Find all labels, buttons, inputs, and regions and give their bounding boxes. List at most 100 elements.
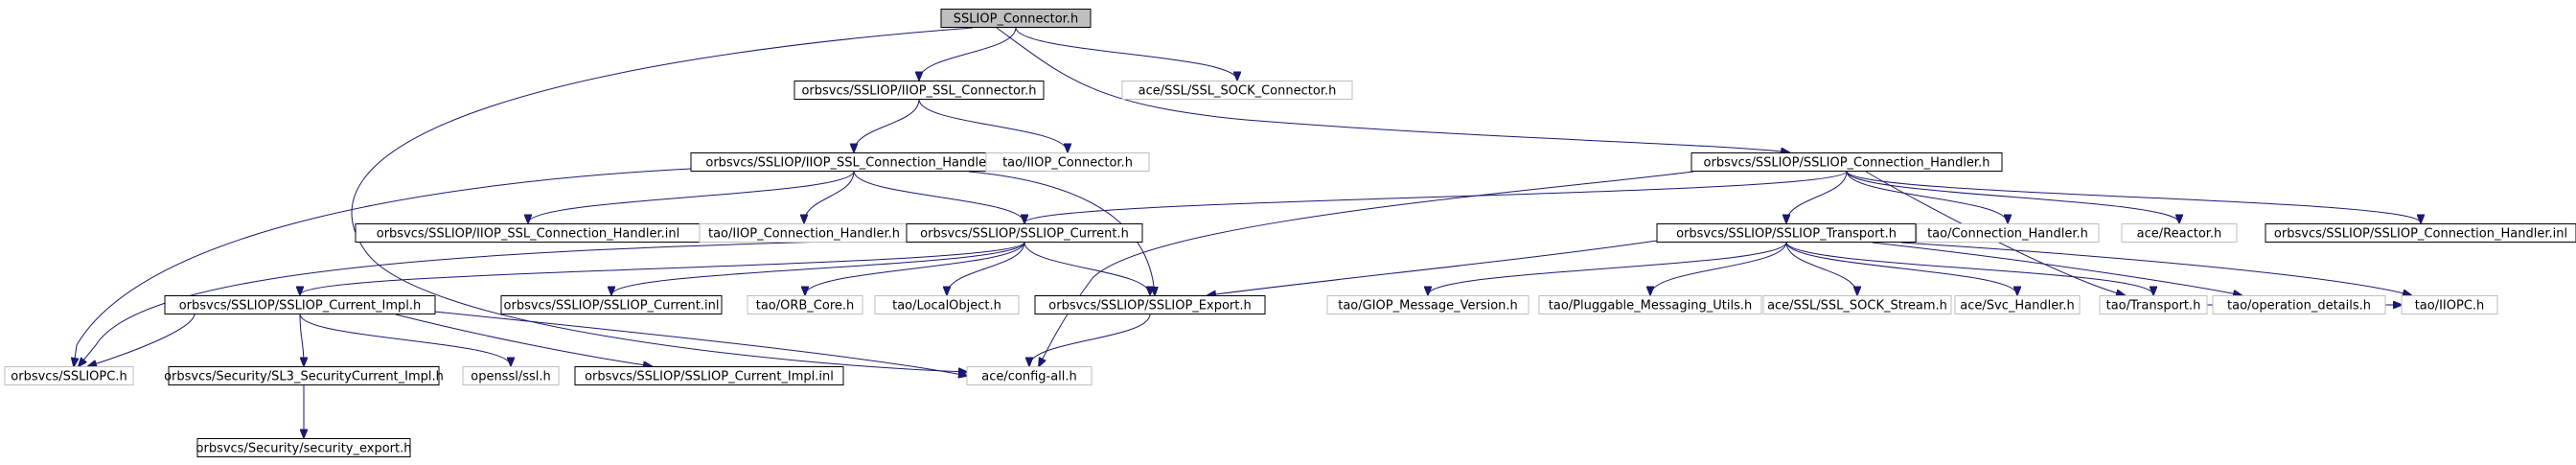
node-box <box>2121 223 2238 243</box>
node-label: orbsvcs/SSLIOP/SSLIOP_Current_Impl.inl <box>585 370 834 384</box>
edge-orbsvcs-ssliop-ssliop-connection-handler-h-to-orbsvcs-ssliop-ssliop-connection-handler-inl <box>1846 171 2421 223</box>
node-tao-transport-h: tao/Transport.h <box>2099 295 2208 314</box>
edge-orbsvcs-ssliop-ssliop-current-h-to-orbsvcs-ssliop-ssliop-current-impl-h <box>300 242 1025 295</box>
edge-orbsvcs-ssliop-ssliop-current-impl-h-to-orbsvcs-ssliop-ssliop-current-impl-inl <box>395 314 652 366</box>
edge-ssliop-connector-h-to-ace-ssl-ssl-sock-connector-h <box>1015 27 1237 81</box>
edge-orbsvcs-ssliop-ssliop-transport-h-to-tao-pluggable-messaging-utils-h <box>1650 242 1787 295</box>
node-label: tao/GIOP_Message_Version.h <box>1338 299 1518 314</box>
edge-orbsvcs-ssliop-ssliop-current-impl-h-to-orbsvcs-security-sl3-securitycurrent-impl-h <box>299 314 304 366</box>
node-orbsvcs-ssliop-ssliop-connection-handler-inl[interactable]: orbsvcs/SSLIOP/SSLIOP_Connection_Handler… <box>2265 223 2576 243</box>
node-box[interactable] <box>164 295 436 314</box>
node-label: orbsvcs/SSLIOPC.h <box>11 370 126 384</box>
node-orbsvcs-ssliop-ssliop-export-h[interactable]: orbsvcs/SSLIOP/SSLIOP_Export.h <box>1034 295 1266 314</box>
edge-orbsvcs-ssliop-iiop-ssl-connection-handler-h-to-tao-iiop-connection-handler-h <box>804 171 855 223</box>
node-ace-ssl-ssl-sock-stream-h: ace/SSL/SSL_SOCK_Stream.h <box>1762 295 1952 314</box>
node-box <box>747 295 863 314</box>
edge-orbsvcs-ssliop-ssliop-export-h-to-ace-config-all-h <box>1029 314 1151 366</box>
node-tao-operation-details-h: tao/operation_details.h <box>2212 295 2386 314</box>
node-label: orbsvcs/Security/security_export.h <box>196 442 412 456</box>
node-orbsvcs-ssliop-ssliop-current-impl-h[interactable]: orbsvcs/SSLIOP/SSLIOP_Current_Impl.h <box>164 295 436 314</box>
edge-orbsvcs-ssliop-iiop-ssl-connection-handler-h-to-orbsvcs-ssliop-ssliop-current-h <box>853 171 1024 223</box>
node-label: ace/Svc_Handler.h <box>1960 299 2074 314</box>
node-label: tao/ORB_Core.h <box>756 299 855 314</box>
node-label: tao/Connection_Handler.h <box>1927 227 2088 242</box>
node-ace-reactor-h: ace/Reactor.h <box>2121 223 2238 243</box>
node-label: orbsvcs/SSLIOP/SSLIOP_Connection_Handler… <box>1704 156 1990 171</box>
edge-orbsvcs-ssliop-ssliop-transport-h-to-orbsvcs-ssliop-ssliop-export-h <box>1208 240 1658 295</box>
node-orbsvcs-ssliop-iiop-ssl-connection-handler-h[interactable]: orbsvcs/SSLIOP/IIOP_SSL_Connection_Handl… <box>690 152 1018 172</box>
edge-orbsvcs-ssliop-ssliop-connection-handler-h-to-tao-connection-handler-h <box>1846 171 2008 223</box>
node-box[interactable] <box>1034 295 1266 314</box>
node-label: orbsvcs/SSLIOP/IIOP_SSL_Connector.h <box>801 84 1036 99</box>
node-label: orbsvcs/SSLIOP/SSLIOP_Transport.h <box>1676 227 1897 242</box>
node-box <box>2212 295 2386 314</box>
edge-ssliop-connector-h-to-orbsvcs-ssliop-iiop-ssl-connector-h <box>919 27 1017 81</box>
node-box <box>1954 295 2081 314</box>
node-box <box>1916 223 2100 243</box>
node-ace-config-all-h: ace/config-all.h <box>966 366 1092 385</box>
node-orbsvcs-ssliop-ssliop-current-inl[interactable]: orbsvcs/SSLIOP/SSLIOP_Current.inl <box>500 295 723 314</box>
node-orbsvcs-ssliop-iiop-ssl-connection-handler-inl[interactable]: orbsvcs/SSLIOP/IIOP_SSL_Connection_Handl… <box>355 223 702 243</box>
node-box <box>1538 295 1762 314</box>
node-box <box>1326 295 1530 314</box>
node-orbsvcs-ssliop-ssliop-connection-handler-h[interactable]: orbsvcs/SSLIOP/SSLIOP_Connection_Handler… <box>1690 152 2003 172</box>
node-ace-ssl-ssl-sock-connector-h: ace/SSL/SSL_SOCK_Connector.h <box>1121 81 1353 100</box>
edge-orbsvcs-ssliop-ssliop-connection-handler-h-to-orbsvcs-ssliop-ssliop-current-h <box>1024 171 1848 223</box>
node-tao-pluggable-messaging-utils-h: tao/Pluggable_Messaging_Utils.h <box>1538 295 1762 314</box>
node-tao-localobject-h: tao/LocalObject.h <box>874 295 1020 314</box>
node-label: ace/Reactor.h <box>2137 227 2222 242</box>
node-label: openssl/ssl.h <box>471 370 551 384</box>
node-box <box>2099 295 2208 314</box>
node-box <box>940 9 1092 28</box>
node-orbsvcs-ssliopc-h: orbsvcs/SSLIOPC.h <box>4 366 134 385</box>
edge-orbsvcs-ssliop-ssliop-transport-h-to-tao-giop-message-version-h <box>1428 242 1787 295</box>
node-orbsvcs-ssliop-iiop-ssl-connector-h[interactable]: orbsvcs/SSLIOP/IIOP_SSL_Connector.h <box>794 81 1045 100</box>
node-label: orbsvcs/SSLIOP/SSLIOP_Current.inl <box>504 299 720 314</box>
node-box <box>2401 295 2498 314</box>
node-tao-orb-core-h: tao/ORB_Core.h <box>747 295 863 314</box>
node-tao-iiop-connection-handler-h: tao/IIOP_Connection_Handler.h <box>699 223 909 243</box>
node-label: orbsvcs/SSLIOP/SSLIOP_Current_Impl.h <box>179 299 422 314</box>
node-orbsvcs-ssliop-ssliop-current-h[interactable]: orbsvcs/SSLIOP/SSLIOP_Current.h <box>906 223 1143 243</box>
node-label: ace/config-all.h <box>981 370 1077 384</box>
edge-orbsvcs-ssliop-iiop-ssl-connector-h-to-tao-iiop-connector-h <box>918 99 1068 152</box>
node-box[interactable] <box>1690 152 2003 172</box>
node-box[interactable] <box>2265 223 2576 243</box>
node-label: orbsvcs/SSLIOP/IIOP_SSL_Connection_Handl… <box>377 227 679 242</box>
node-label: orbsvcs/Security/SL3_SecurityCurrent_Imp… <box>164 370 444 384</box>
node-label: orbsvcs/SSLIOP/SSLIOP_Current.h <box>920 227 1129 242</box>
node-box[interactable] <box>906 223 1143 243</box>
node-ace-svc-handler-h: ace/Svc_Handler.h <box>1954 295 2081 314</box>
node-box[interactable] <box>794 81 1045 100</box>
edge-orbsvcs-ssliop-ssliop-current-impl-h-to-ace-config-all-h <box>433 311 967 376</box>
node-box[interactable] <box>168 366 440 385</box>
node-box <box>1121 81 1353 100</box>
edge-orbsvcs-ssliop-ssliop-transport-h-to-tao-operation-details-h <box>1872 242 2242 295</box>
edge-orbsvcs-ssliop-iiop-ssl-connection-handler-h-to-orbsvcs-ssliop-ssliop-export-h <box>968 171 1155 295</box>
edge-orbsvcs-ssliop-ssliop-current-h-to-tao-localobject-h <box>947 242 1025 295</box>
node-tao-iiop-connector-h: tao/IIOP_Connector.h <box>985 152 1150 172</box>
node-orbsvcs-security-security-export-h[interactable]: orbsvcs/Security/security_export.h <box>196 438 412 457</box>
node-box[interactable] <box>196 438 411 457</box>
node-label: ace/SSL/SSL_SOCK_Connector.h <box>1138 84 1337 99</box>
node-orbsvcs-ssliop-ssliop-current-impl-inl[interactable]: orbsvcs/SSLIOP/SSLIOP_Current_Impl.inl <box>574 366 844 385</box>
node-label: orbsvcs/SSLIOP/SSLIOP_Connection_Handler… <box>2274 227 2567 242</box>
edge-orbsvcs-ssliop-iiop-ssl-connection-handler-h-to-orbsvcs-ssliop-iiop-ssl-connection-handler-inl <box>528 171 855 223</box>
node-box <box>462 366 560 385</box>
node-box <box>874 295 1020 314</box>
edge-orbsvcs-ssliop-ssliop-connection-handler-h-to-orbsvcs-ssliop-ssliop-transport-h <box>1786 171 1848 223</box>
node-box[interactable] <box>574 366 844 385</box>
edge-orbsvcs-ssliop-ssliop-current-h-to-orbsvcs-ssliop-ssliop-export-h <box>1024 242 1150 295</box>
node-orbsvcs-ssliop-ssliop-transport-h[interactable]: orbsvcs/SSLIOP/SSLIOP_Transport.h <box>1656 223 1917 243</box>
node-box <box>966 366 1092 385</box>
node-box[interactable] <box>1656 223 1917 243</box>
node-label: tao/Transport.h <box>2106 299 2201 314</box>
edge-orbsvcs-ssliop-ssliop-transport-h-to-ace-svc-handler-h <box>1785 242 2017 295</box>
node-box[interactable] <box>500 295 723 314</box>
node-orbsvcs-security-sl3-securitycurrent-impl-h[interactable]: orbsvcs/Security/SL3_SecurityCurrent_Imp… <box>164 366 444 385</box>
edge-orbsvcs-ssliop-ssliop-current-impl-h-to-openssl-ssl-h <box>299 314 511 366</box>
edge-orbsvcs-ssliop-ssliop-current-h-to-tao-orb-core-h <box>805 242 1025 295</box>
edge-orbsvcs-ssliop-ssliop-current-impl-h-to-orbsvcs-ssliopc-h <box>88 314 196 366</box>
edge-orbsvcs-ssliop-ssliop-transport-h-to-tao-transport-h <box>1785 242 2153 295</box>
